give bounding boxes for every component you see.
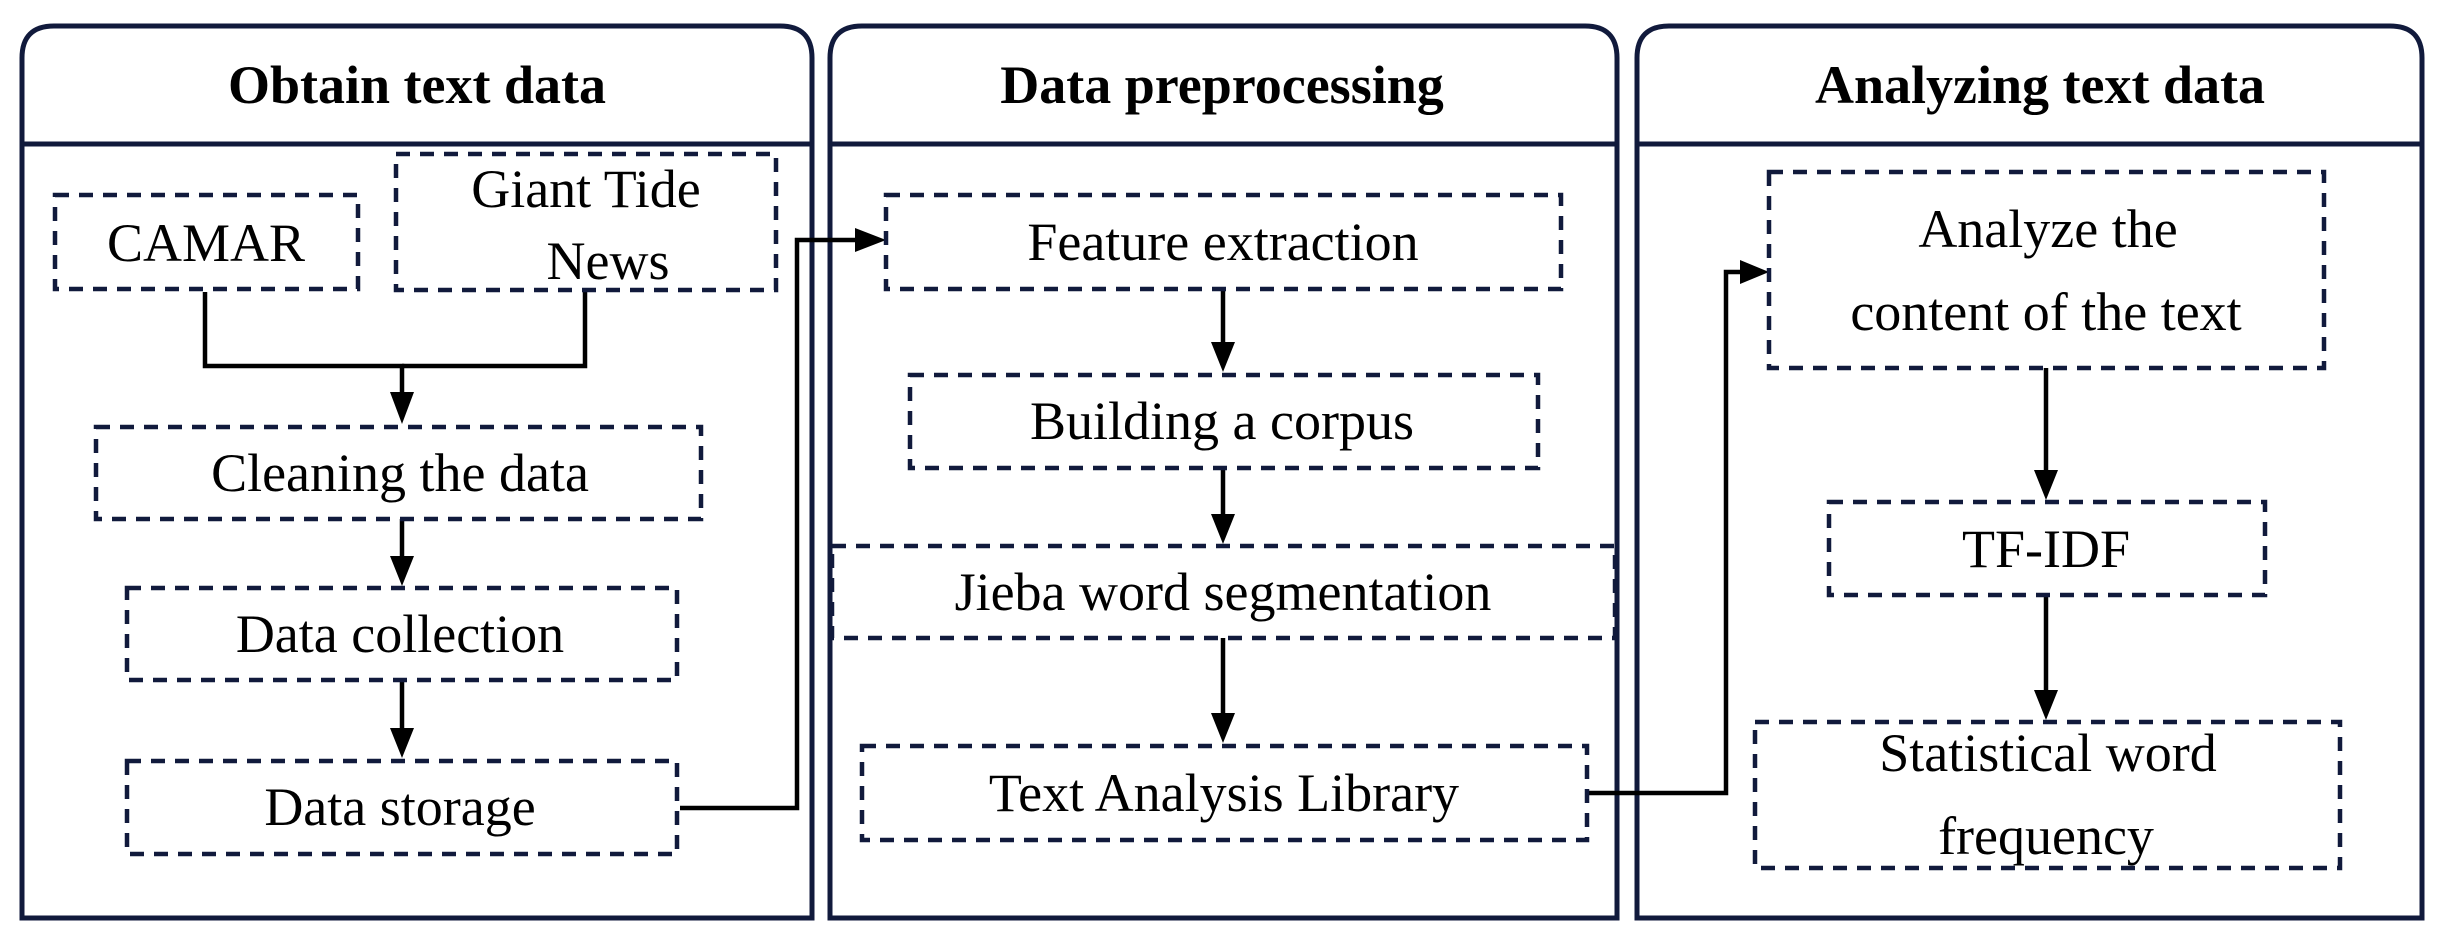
panel-title: Data preprocessing — [1000, 55, 1444, 115]
node-feature-extraction: Feature extraction — [883, 192, 1564, 292]
node-data-storage: Data storage — [124, 758, 680, 857]
node-box — [393, 151, 779, 293]
arrowhead — [2034, 690, 2058, 720]
node-box — [859, 743, 1590, 843]
node-cleaning-the-data: Cleaning the data — [93, 424, 704, 522]
node-building-a-corpus: Building a corpus — [907, 372, 1541, 471]
nodes: CAMAR Giant Tide News Cleaning the data … — [52, 151, 2343, 871]
node-analyze-the-content: Analyze the content of the text — [1766, 169, 2327, 371]
node-box — [883, 192, 1564, 292]
node-giant-tide-news: Giant Tide News — [393, 151, 779, 293]
edge-camar-to-cleaning — [202, 292, 405, 392]
panel-obtain-text-data: Obtain text data — [19, 23, 815, 921]
node-data-collection: Data collection — [124, 585, 680, 683]
arrowhead — [1211, 342, 1235, 372]
arrowhead — [1211, 713, 1235, 743]
node-box — [907, 372, 1541, 471]
node-label: Jieba word segmentation — [955, 562, 1492, 622]
edge-storage-to-feature-extraction — [680, 237, 855, 811]
node-label: Data storage — [264, 777, 535, 837]
node-label: Feature extraction — [1027, 212, 1418, 272]
panel-analyzing-text-data: Analyzing text data — [1634, 23, 2425, 921]
node-box — [124, 758, 680, 857]
arrowhead — [1740, 260, 1769, 284]
panel-border — [19, 23, 815, 921]
edge-library-to-analyze-content — [1587, 269, 1740, 796]
panel-border — [1634, 23, 2425, 921]
node-statistical-word-frequency: Statistical word frequency — [1752, 719, 2343, 871]
node-label-line-1: Giant Tide — [471, 159, 701, 219]
node-box — [1826, 499, 2268, 598]
edge-giant-tide-news-to-cleaning — [402, 292, 588, 369]
node-box — [124, 585, 680, 683]
arrowhead — [390, 556, 414, 586]
panel-title: Analyzing text data — [1815, 55, 2265, 115]
node-label: Cleaning the data — [211, 443, 589, 503]
arrowhead — [390, 728, 414, 758]
node-label-line-2: content of the text — [1850, 282, 2241, 342]
node-box — [52, 192, 361, 292]
node-label: Text Analysis Library — [989, 763, 1459, 823]
node-tf-idf: TF-IDF — [1826, 499, 2268, 598]
node-jieba-word-segmentation: Jieba word segmentation — [829, 543, 1618, 641]
node-label-line-1: Analyze the — [1918, 199, 2177, 259]
node-label-line-1: Statistical word — [1879, 723, 2216, 783]
node-label-line-2: News — [547, 231, 670, 291]
node-label: Data collection — [236, 604, 564, 664]
arrowhead — [390, 392, 414, 424]
node-camar: CAMAR — [52, 192, 361, 292]
connectors — [202, 228, 2058, 811]
node-label-line-2: frequency — [1938, 806, 2154, 866]
panel-title: Obtain text data — [228, 55, 606, 115]
node-box — [1752, 719, 2343, 871]
node-text-analysis-library: Text Analysis Library — [859, 743, 1590, 843]
arrowhead — [1211, 514, 1235, 544]
node-box — [93, 424, 704, 522]
arrowhead — [855, 228, 886, 252]
node-box — [829, 543, 1618, 641]
node-label: Building a corpus — [1030, 391, 1414, 451]
node-label: TF-IDF — [1962, 519, 2130, 579]
node-label: CAMAR — [107, 213, 305, 273]
node-box — [1766, 169, 2327, 371]
arrowhead — [2034, 470, 2058, 500]
